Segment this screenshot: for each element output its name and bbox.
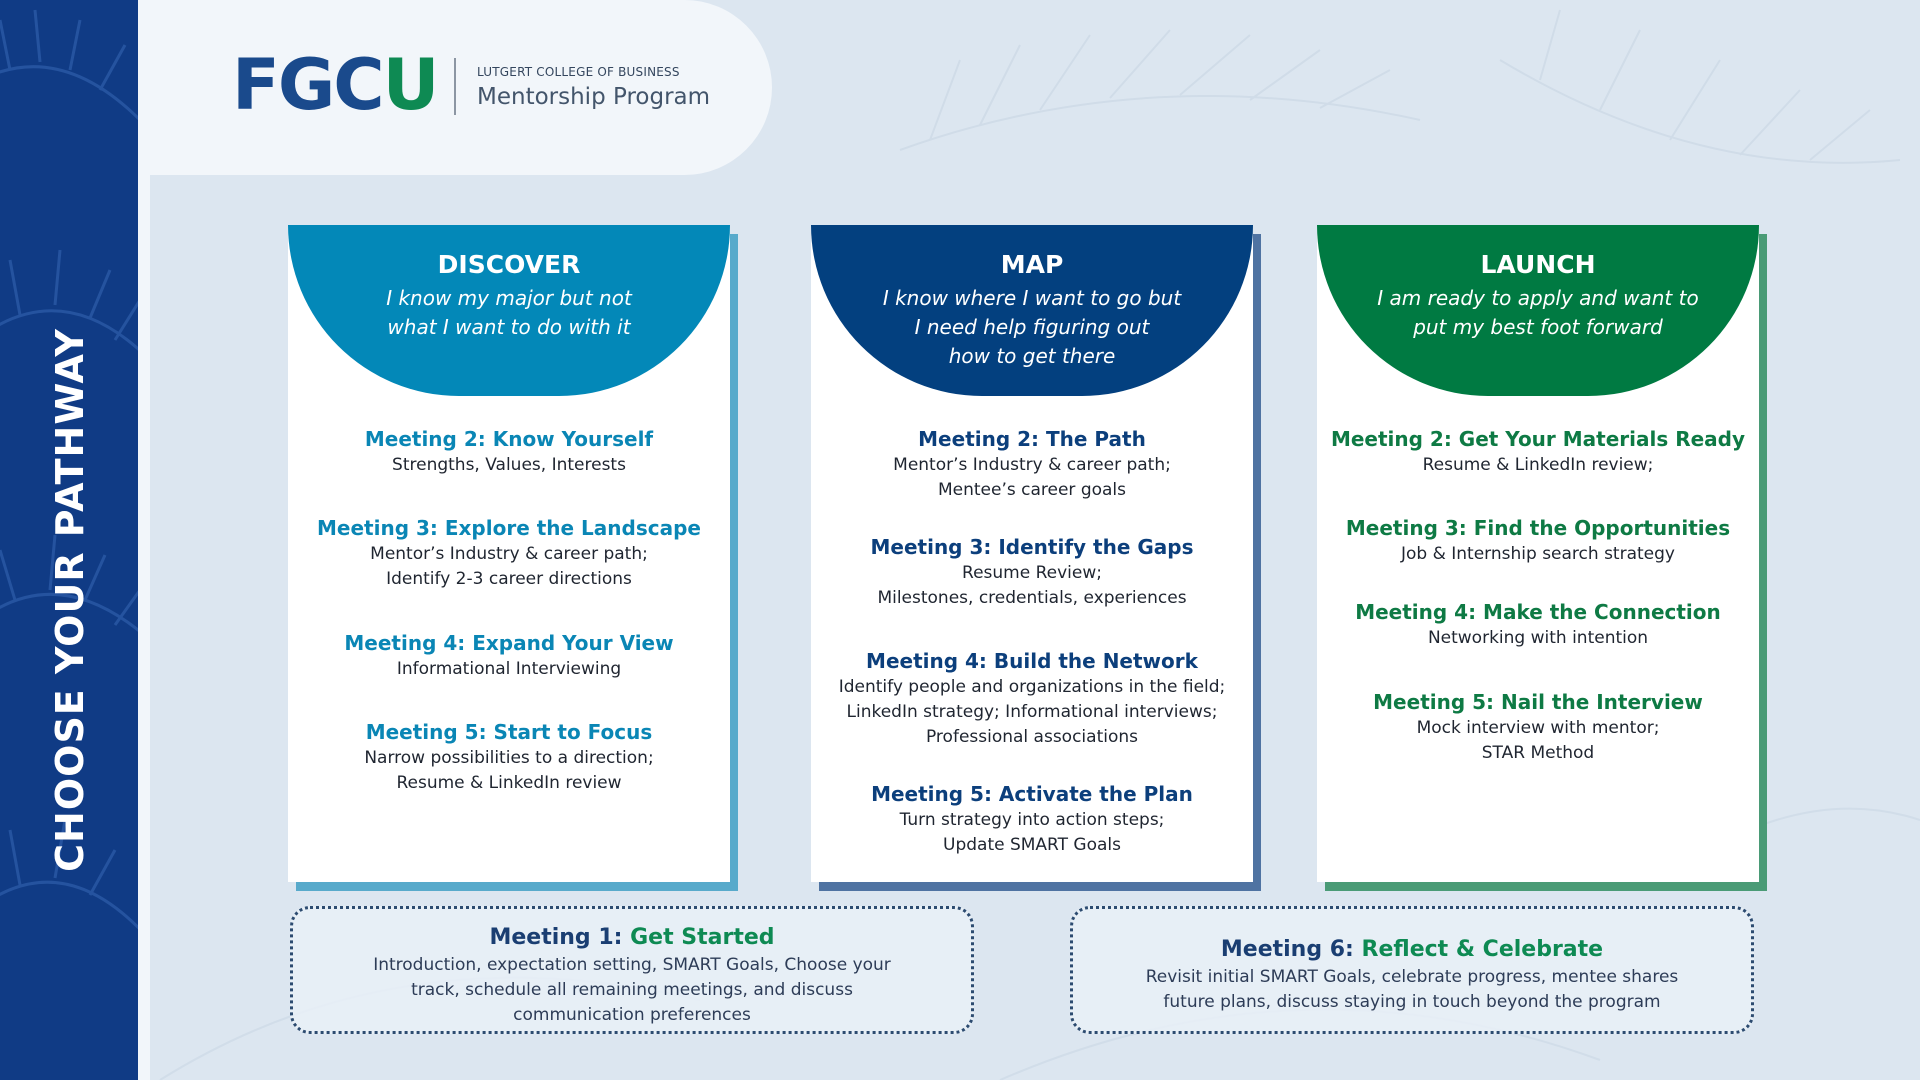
map-meeting-3: Meeting 3: Identify the Gaps Resume Revi… — [870, 535, 1194, 608]
map-title: MAP — [1000, 250, 1064, 279]
program-name: Mentorship Program — [477, 84, 711, 110]
logo-divider — [454, 58, 456, 115]
college-name: LUTGERT COLLEGE OF BUSINESS — [477, 65, 680, 79]
discover-meeting-3: Meeting 3: Explore the Landscape Mentor’… — [317, 516, 701, 589]
launch-meeting-4: Meeting 4: Make the Connection Networkin… — [1355, 600, 1721, 648]
discover-meeting-2: Meeting 2: Know Yourself Strengths, Valu… — [364, 427, 654, 475]
pathway-title: CHOOSE YOUR PATHWAY — [48, 328, 92, 872]
fgcu-logo: FGCU — [232, 44, 439, 126]
discover-meeting-5: Meeting 5: Start to Focus Narrow possibi… — [364, 720, 654, 793]
meeting-6-box: Meeting 6: Reflect & Celebrate Revisit i… — [1070, 906, 1754, 1034]
meeting-6-title: Meeting 6: Reflect & Celebrate — [1220, 937, 1604, 962]
header-banner — [150, 0, 772, 175]
launch-card — [1317, 225, 1759, 882]
map-meeting-4: Meeting 4: Build the Network Identify pe… — [838, 649, 1226, 747]
launch-meeting-3: Meeting 3: Find the Opportunities Job & … — [1345, 516, 1731, 564]
palm-pattern — [0, 9, 138, 930]
discover-title: DISCOVER — [437, 250, 581, 279]
map-card — [811, 225, 1253, 882]
sidebar-divider — [138, 0, 150, 1080]
launch-meeting-5: Meeting 5: Nail the Interview Mock inter… — [1373, 690, 1703, 763]
discover-meeting-4: Meeting 4: Expand Your View Informationa… — [344, 631, 674, 679]
launch-title: LAUNCH — [1480, 250, 1596, 279]
launch-meeting-2: Meeting 2: Get Your Materials Ready Resu… — [1330, 427, 1746, 475]
sidebar — [0, 0, 138, 1080]
meeting-1-box: Meeting 1: Get Started Introduction, exp… — [290, 906, 974, 1034]
discover-card — [288, 225, 730, 882]
map-meeting-2: Meeting 2: The Path Mentor’s Industry & … — [893, 427, 1171, 500]
meeting-1-title: Meeting 1: Get Started — [489, 925, 775, 950]
map-meeting-5: Meeting 5: Activate the Plan Turn strate… — [871, 782, 1193, 855]
